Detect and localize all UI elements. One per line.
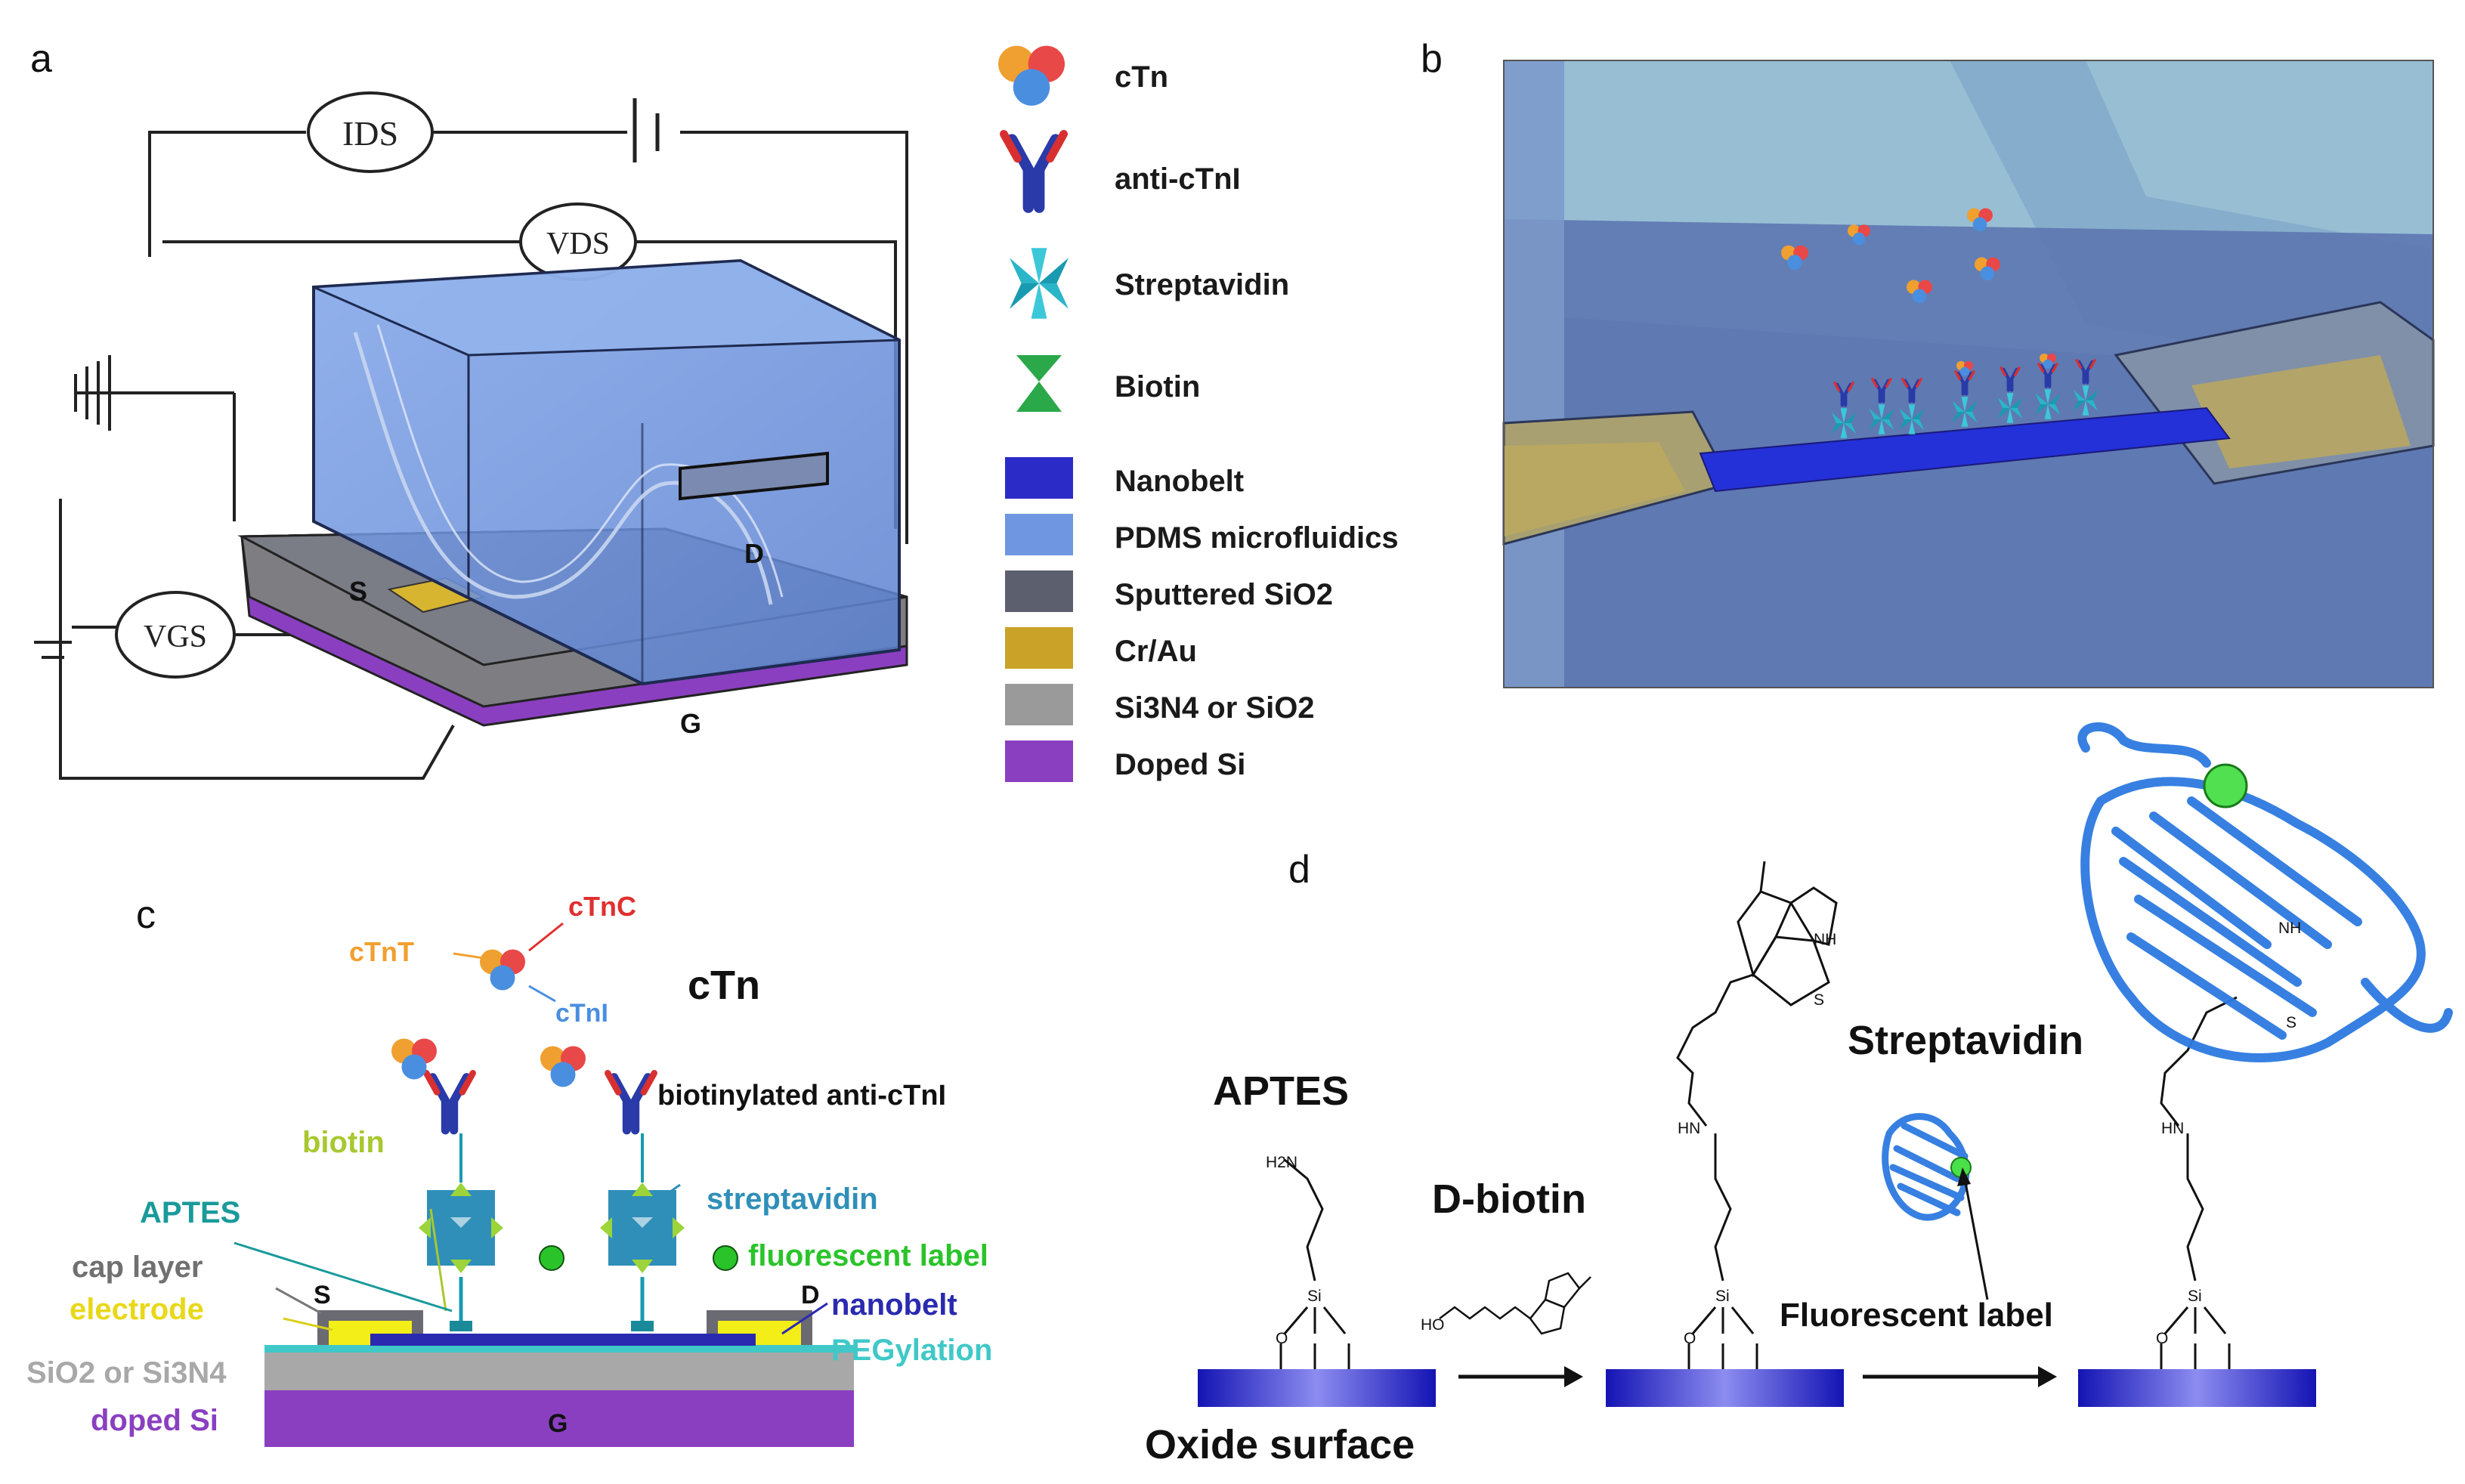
label-doped-si-c: doped Si: [91, 1404, 218, 1437]
biotin-icon: [1016, 355, 1062, 412]
panel-label-c: c: [136, 893, 156, 937]
legend-label-anti-ctni: anti-cTnI: [1115, 162, 1241, 196]
panel-label-d: d: [1288, 848, 1310, 892]
drain-label: D: [744, 538, 764, 569]
source-label: S: [349, 576, 367, 607]
circuit-wires: [59, 131, 908, 780]
svg-text:IDS: IDS: [342, 114, 398, 153]
label-sio2-c: SiO2 or Si3N4: [26, 1356, 227, 1390]
chem-hn-2: HN: [1678, 1120, 1700, 1137]
ground-icon: [74, 355, 111, 431]
chem-si-1: Si: [1307, 1288, 1322, 1305]
chem-nh-2: NH: [1814, 931, 1836, 948]
legend-label-crau: Cr/Au: [1115, 635, 1197, 668]
label-g-c: G: [548, 1409, 568, 1438]
label-fluorescent-d: Fluorescent label: [1780, 1297, 2053, 1334]
label-dbiotin: D-biotin: [1432, 1176, 1586, 1222]
swatch-sputtered-sio2: [1005, 570, 1073, 612]
ids-meter: IDS: [307, 91, 434, 173]
svg-text:VGS: VGS: [144, 620, 207, 654]
label-electrode: electrode: [70, 1293, 204, 1326]
panel-c-device: [234, 922, 854, 1447]
swatch-crau: [1005, 627, 1073, 669]
legend-label-streptavidin: Streptavidin: [1115, 268, 1289, 301]
label-nanobelt-c: nanobelt: [831, 1288, 957, 1322]
panel-d-scheme: [1198, 722, 2453, 1407]
legend-label-ctn: cTn: [1115, 60, 1168, 94]
chem-ho: HO: [1421, 1316, 1445, 1334]
swatch-si3n4: [1005, 684, 1073, 725]
swatch-pdms: [1005, 514, 1073, 555]
chem-o-3: O: [2156, 1330, 2168, 1347]
swatch-doped-si: [1005, 740, 1073, 782]
label-biotin: biotin: [302, 1126, 385, 1159]
label-ctnc: cTnC: [568, 891, 636, 922]
panel-label-b: b: [1421, 37, 1443, 81]
label-aptes-c: APTES: [140, 1196, 240, 1229]
label-streptavidin-d: Streptavidin: [1848, 1018, 2083, 1063]
label-ctnt: cTnT: [349, 936, 414, 967]
legend-label-nanobelt: Nanobelt: [1115, 465, 1244, 498]
streptavidin-icon: [1010, 248, 1069, 319]
gate-label: G: [680, 708, 701, 739]
label-aptes-d: APTES: [1213, 1068, 1349, 1114]
chem-hn-3: HN: [2161, 1120, 2184, 1137]
chem-h2n: H2N: [1266, 1154, 1297, 1171]
chem-si-3: Si: [2188, 1288, 2202, 1305]
label-ctn-title: cTn: [688, 963, 760, 1008]
label-fluorescent-c: fluorescent label: [748, 1239, 988, 1272]
label-streptavidin-c: streptavidin: [707, 1183, 878, 1216]
legend: cTn anti-cTnI Streptavidin Biotin Nanobe…: [998, 45, 1399, 782]
label-pegylation: PEGylation: [831, 1334, 992, 1367]
label-cap-layer: cap layer: [72, 1251, 203, 1284]
chem-nh-3: NH: [2278, 920, 2301, 937]
chem-o-1: O: [1276, 1330, 1288, 1347]
chem-si-2: Si: [1715, 1288, 1730, 1305]
legend-label-biotin: Biotin: [1115, 370, 1200, 403]
pdms-block: [312, 258, 901, 686]
legend-label-si3n4: Si3N4 or SiO2: [1115, 691, 1315, 725]
legend-label-doped-si: Doped Si: [1115, 748, 1245, 781]
label-oxide-surface: Oxide surface: [1145, 1422, 1415, 1467]
panel-b-render: [1502, 60, 2435, 688]
antibody-icon: [1004, 134, 1063, 207]
svg-text:VDS: VDS: [546, 227, 610, 261]
label-ctni: cTnI: [555, 999, 608, 1028]
legend-label-sputtered-sio2: Sputtered SiO2: [1115, 578, 1333, 611]
chem-o-2: O: [1684, 1330, 1696, 1347]
label-s-c: S: [314, 1281, 331, 1309]
chem-s-2: S: [1814, 991, 1824, 1009]
label-biotinylated: biotinylated anti-cTnI: [657, 1080, 946, 1111]
vds-meter: VDS: [519, 203, 637, 281]
vgs-meter: VGS: [115, 591, 236, 679]
ctn-icon: [998, 45, 1065, 106]
battery-left-icon: [34, 641, 72, 659]
chem-s-3: S: [2286, 1014, 2296, 1031]
panel-label-a: a: [30, 37, 52, 81]
legend-label-pdms: PDMS microfluidics: [1115, 521, 1399, 555]
label-d-c: D: [801, 1281, 820, 1309]
swatch-nanobelt: [1005, 457, 1073, 499]
battery-icon: [632, 98, 660, 162]
